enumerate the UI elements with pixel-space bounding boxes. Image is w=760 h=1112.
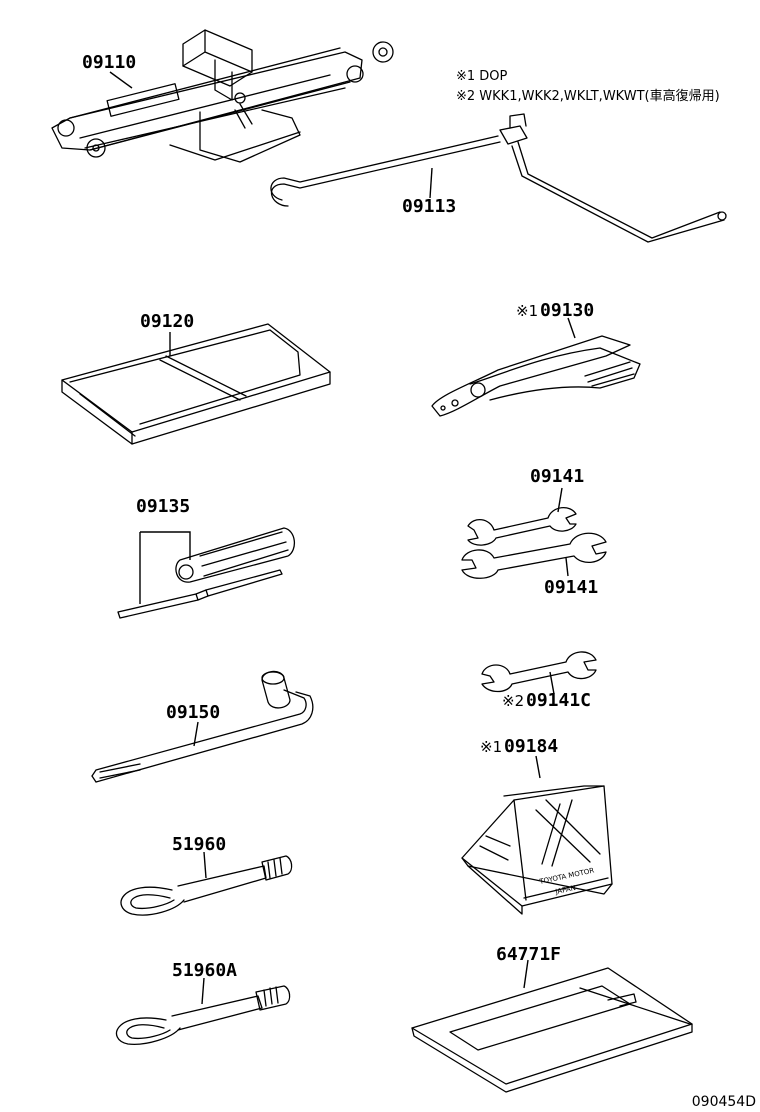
part-mark-09130: ※1 bbox=[516, 302, 538, 320]
diagram-code: 090454D bbox=[692, 1094, 756, 1110]
part-code-09150: 09150 bbox=[166, 702, 220, 723]
leader-09135 bbox=[139, 531, 191, 604]
leader-51960 bbox=[203, 851, 207, 879]
leader-09150 bbox=[193, 721, 199, 747]
leader-09113 bbox=[429, 167, 433, 199]
screwdriver-drawing bbox=[117, 527, 295, 619]
stamp-country: JAPAN bbox=[554, 884, 577, 896]
wheel-chock-drawing bbox=[461, 785, 613, 915]
pliers-drawing bbox=[431, 335, 641, 417]
part-code-09110: 09110 bbox=[82, 52, 136, 73]
towing-eye-a-drawing bbox=[115, 985, 291, 1045]
tool-bag-drawing bbox=[61, 323, 331, 445]
part-code-09120: 09120 bbox=[140, 311, 194, 332]
part-code-64771f: 64771F bbox=[496, 944, 561, 965]
wrench-09141c-drawing bbox=[481, 651, 597, 693]
leader-09141-lower bbox=[565, 557, 569, 577]
leader-09184 bbox=[535, 755, 541, 779]
part-code-09184: 09184 bbox=[504, 736, 558, 757]
part-code-09141-lower: 09141 bbox=[544, 577, 598, 598]
jack-drawing bbox=[51, 29, 394, 163]
part-mark-09141c: ※2 bbox=[502, 692, 524, 710]
part-code-09130: 09130 bbox=[540, 300, 594, 321]
leader-09141c bbox=[549, 671, 555, 695]
towing-eye-drawing bbox=[120, 855, 293, 916]
part-code-09141c: 09141C bbox=[526, 690, 591, 711]
part-code-09135: 09135 bbox=[136, 496, 190, 517]
wrench-lower-drawing bbox=[461, 532, 607, 579]
note-vehicle-models: ※2 WKK1,WKK2,WKLT,WKWT(車高復帰用) bbox=[456, 88, 720, 104]
tray-cover-drawing bbox=[411, 967, 693, 1093]
leader-64771f bbox=[523, 959, 529, 989]
part-code-51960: 51960 bbox=[172, 834, 226, 855]
leader-09110 bbox=[109, 71, 133, 89]
part-code-09113: 09113 bbox=[402, 196, 456, 217]
wrench-upper-drawing bbox=[467, 507, 577, 546]
leader-51960a bbox=[201, 977, 205, 1005]
leader-09130 bbox=[567, 317, 576, 339]
wheel-wrench-drawing bbox=[91, 670, 314, 783]
jack-handle-drawing bbox=[270, 113, 727, 243]
part-mark-09184: ※1 bbox=[480, 738, 502, 756]
leader-09141-upper bbox=[557, 487, 563, 513]
part-code-09141-upper: 09141 bbox=[530, 466, 584, 487]
part-code-51960a: 51960A bbox=[172, 960, 237, 981]
note-dop: ※1 DOP bbox=[456, 69, 508, 84]
